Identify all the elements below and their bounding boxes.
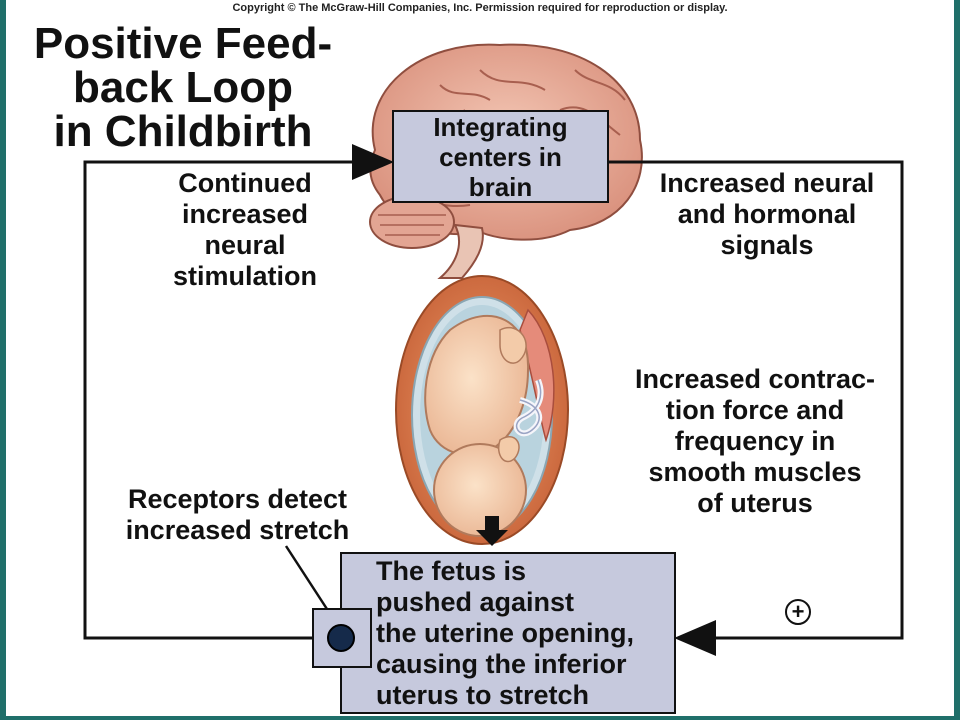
fetus-pushed-box <box>340 552 676 714</box>
fetus-line-3: the uterine opening, <box>376 618 635 648</box>
left-label-line-2: increased <box>181 199 309 229</box>
integrating-line-3: brain <box>468 172 533 202</box>
title-line-1: Positive Feed- <box>33 19 333 68</box>
receptor-dot <box>327 624 355 652</box>
title-line-2: back Loop <box>72 63 294 112</box>
right-mid-line-1: Increased contrac- <box>634 364 876 394</box>
left-label-line-1: Continued <box>178 168 312 198</box>
contraction-force-label: Increased contrac- tion force and freque… <box>605 364 905 519</box>
right-mid-line-3: frequency in <box>674 426 836 456</box>
receptor-line-1: Receptors detect <box>127 484 348 514</box>
right-top-line-1: Increased neural <box>659 168 875 198</box>
plus-symbol: + <box>791 599 805 624</box>
positive-feedback-circle <box>785 599 811 625</box>
continued-stimulation-label: Continued increased neural stimulation <box>145 168 345 292</box>
fetus-line-5: uterus to stretch <box>376 680 590 710</box>
fetus-line-4: causing the inferior <box>376 649 627 679</box>
copyright-notice: Copyright © The McGraw-Hill Companies, I… <box>232 2 728 14</box>
receptors-label: Receptors detect increased stretch <box>100 484 375 546</box>
right-mid-line-2: tion force and <box>665 395 845 425</box>
title-line-3: in Childbirth <box>53 107 313 156</box>
right-top-line-3: signals <box>720 230 814 260</box>
integrating-line-1: Integrating <box>433 112 568 142</box>
receptor-line-2: increased stretch <box>125 515 350 545</box>
diagram-title: Positive Feed- back Loop in Childbirth <box>18 22 348 154</box>
left-label-line-4: stimulation <box>172 261 317 291</box>
fetus-pushed-text: The fetus is pushed against the uterine … <box>376 556 676 711</box>
neural-hormonal-signals-label: Increased neural and hormonal signals <box>632 168 902 261</box>
integrating-centers-text: Integrating centers in brain <box>392 112 609 202</box>
integrating-centers-box <box>392 110 609 203</box>
fetus-line-1: The fetus is <box>376 556 527 586</box>
right-mid-line-5: of uterus <box>697 488 813 518</box>
integrating-line-2: centers in <box>439 142 562 172</box>
uterus-fetus-illustration <box>395 275 569 546</box>
left-label-line-3: neural <box>204 230 286 260</box>
right-top-line-2: and hormonal <box>677 199 857 229</box>
fetus-line-2: pushed against <box>376 587 575 617</box>
right-mid-line-4: smooth muscles <box>648 457 862 487</box>
